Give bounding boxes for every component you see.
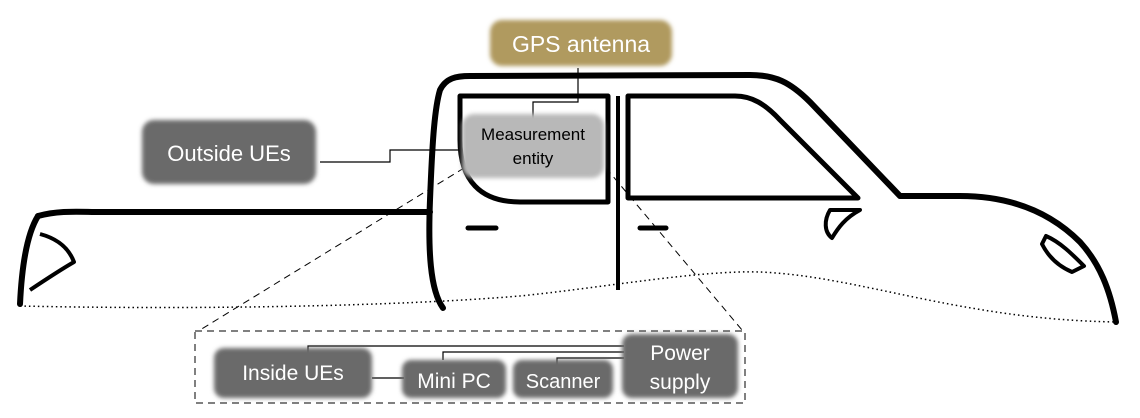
front-window	[625, 93, 861, 201]
measurement-entity-node: Measurement entity	[462, 114, 604, 178]
mini-pc-to-power	[442, 351, 624, 360]
car-outline	[17, 72, 1119, 325]
measurement-entity-label-line1: Measurement	[481, 125, 585, 144]
zoom-lines	[199, 167, 743, 331]
side-mirror-icon	[823, 208, 862, 240]
outside-ues-label: Outside UEs	[167, 141, 291, 166]
scanner-node: Scanner	[513, 360, 613, 398]
rear-light-icon	[28, 232, 76, 292]
inside-ues-node: Inside UEs	[214, 348, 372, 398]
ground-dotted-line	[19, 271, 1119, 323]
car-bed-top	[35, 208, 433, 219]
mini-pc-node: Mini PC	[402, 360, 506, 398]
rear-window	[457, 93, 611, 205]
power-supply-label-line1: Power	[650, 342, 710, 365]
mini-pc-label: Mini PC	[417, 370, 491, 393]
power-supply-label-line2: supply	[650, 371, 711, 394]
scanner-label: Scanner	[526, 371, 601, 393]
car-cab-roof	[426, 72, 1119, 325]
gps-antenna-node: GPS antenna	[490, 20, 672, 66]
gps-antenna-label: GPS antenna	[512, 31, 650, 57]
outside-ues-connector	[320, 149, 462, 163]
inside-ues-label: Inside UEs	[242, 362, 344, 385]
car-rear-bumper	[17, 213, 41, 307]
power-supply-node: Power supply	[622, 334, 738, 398]
measurement-entity-label-line2: entity	[513, 149, 554, 168]
headlight-icon	[1040, 234, 1086, 274]
outside-ues-node: Outside UEs	[142, 120, 316, 184]
